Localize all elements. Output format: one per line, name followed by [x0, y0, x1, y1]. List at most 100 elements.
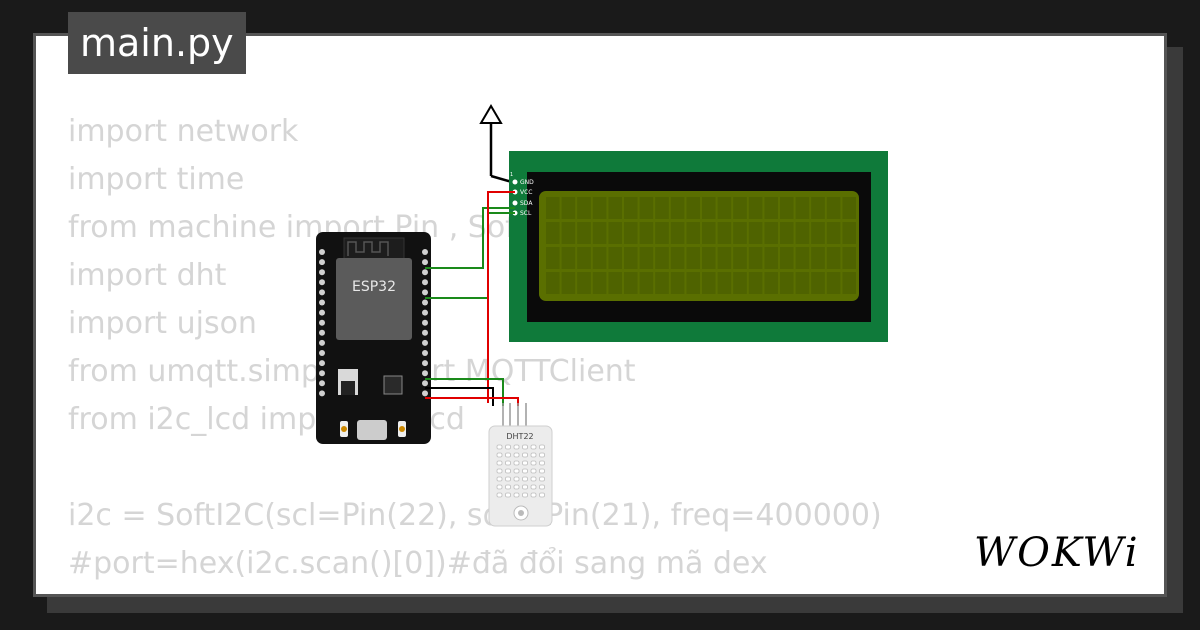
- lcd-pin-label: SDA: [520, 200, 533, 207]
- lcd-pin-label: 1: [510, 172, 513, 178]
- lcd-cell: [748, 247, 763, 269]
- lcd-cell: [670, 247, 685, 269]
- lcd-module: 1 GND VCC SDA SCL: [509, 151, 888, 342]
- lcd-cell: [764, 197, 778, 219]
- vent-hole: [539, 460, 545, 466]
- vent-hole: [530, 476, 537, 482]
- lcd-cell: [764, 247, 778, 269]
- esp32-pin: [319, 319, 325, 326]
- lcd-cell: [811, 197, 825, 219]
- lcd-cell: [686, 247, 700, 269]
- lcd-cell: [655, 272, 669, 294]
- wire-dht-gnd: [425, 387, 494, 406]
- esp32-pin: [422, 279, 428, 286]
- vent-hole: [530, 492, 537, 498]
- lcd-cell: [780, 222, 794, 244]
- esp32-pin: [319, 259, 325, 266]
- preview-card: import network import time from machine …: [33, 33, 1167, 597]
- vent-hole: [505, 444, 511, 450]
- vent-hole: [539, 444, 545, 450]
- esp32-pin: [422, 269, 428, 276]
- ground-symbol: [479, 104, 513, 184]
- lcd-cell: [748, 272, 763, 294]
- esp32-pin: [319, 350, 325, 356]
- vent-hole: [530, 452, 537, 458]
- wire-dht-data: [425, 378, 504, 406]
- esp32-pin: [422, 319, 428, 326]
- esp32-label: ESP32: [352, 279, 396, 295]
- vent-hole: [522, 468, 528, 474]
- lcd-cell: [670, 197, 685, 219]
- lcd-cell: [577, 222, 591, 244]
- wire-sda: [425, 207, 515, 269]
- lcd-cell: [577, 247, 591, 269]
- lcd-cell: [577, 272, 591, 294]
- esp32-pin: [319, 390, 325, 397]
- circuit-diagram: 1 GND VCC SDA SCL ESP32: [316, 104, 888, 527]
- vent-hole: [539, 492, 545, 498]
- usb-uart-chip: [383, 375, 403, 395]
- vent-hole: [496, 468, 503, 474]
- lcd-cell: [842, 272, 856, 294]
- wokwi-logo: WOKWi: [974, 530, 1140, 576]
- lcd-cell: [546, 222, 560, 244]
- lcd-cell: [702, 222, 716, 244]
- esp32-pin: [319, 339, 325, 346]
- wire-dht-vcc: [425, 397, 519, 406]
- code-line: i2c = SoftI2C(scl=Pin(22), sda=Pin(21), …: [68, 498, 882, 533]
- vent-hole: [530, 468, 537, 474]
- lcd-cell: [826, 272, 841, 294]
- lcd-cell: [624, 222, 638, 244]
- lcd-cell: [842, 222, 856, 244]
- lcd-cell: [811, 222, 825, 244]
- lcd-cell: [811, 247, 825, 269]
- esp32-pin: [422, 390, 428, 397]
- lcd-cell: [639, 247, 654, 269]
- esp32-module: [336, 258, 412, 340]
- lcd-cell: [733, 222, 747, 244]
- esp32-pin: [319, 370, 325, 377]
- lcd-cell: [780, 247, 794, 269]
- vent-hole: [505, 484, 511, 490]
- lcd-cell: [686, 197, 700, 219]
- vent-hole: [522, 444, 528, 450]
- lcd-cell: [608, 197, 622, 219]
- lcd-cell: [717, 197, 732, 219]
- esp32-pin: [319, 269, 325, 276]
- lcd-cell: [608, 222, 622, 244]
- lcd-cell: [561, 197, 576, 219]
- wire-vcc: [487, 191, 515, 403]
- vent-hole: [513, 452, 520, 458]
- lcd-cell: [639, 272, 654, 294]
- lcd-cell: [717, 222, 732, 244]
- lcd-cell: [717, 247, 732, 269]
- file-name-tab[interactable]: main.py: [68, 12, 246, 74]
- lcd-cell: [577, 197, 591, 219]
- lcd-cell: [561, 247, 576, 269]
- wires: [425, 191, 519, 406]
- vent-hole: [496, 452, 503, 458]
- vent-hole: [530, 484, 537, 490]
- vent-hole: [522, 460, 528, 466]
- esp32-pin: [422, 360, 428, 367]
- lcd-pin-label: SCL: [520, 210, 532, 217]
- vent-hole: [539, 452, 545, 458]
- vent-hole: [505, 468, 511, 474]
- esp32-pin: [319, 360, 325, 367]
- lcd-cell: [561, 222, 576, 244]
- esp32-pin-row-right: [422, 249, 428, 397]
- lcd-cell: [702, 247, 716, 269]
- lcd-cell: [733, 247, 747, 269]
- vent-hole: [496, 444, 503, 450]
- vent-hole: [496, 484, 503, 490]
- vent-hole: [513, 476, 520, 482]
- lcd-cell: [780, 197, 794, 219]
- lcd-cell: [748, 197, 763, 219]
- wire-scl: [425, 212, 515, 299]
- esp32-pin: [319, 299, 325, 306]
- lcd-cell: [624, 272, 638, 294]
- lcd-character-grid: [546, 197, 856, 294]
- lcd-cell: [655, 247, 669, 269]
- lcd-cell: [608, 247, 622, 269]
- wokwi-logo-text: WOKWi: [974, 530, 1140, 576]
